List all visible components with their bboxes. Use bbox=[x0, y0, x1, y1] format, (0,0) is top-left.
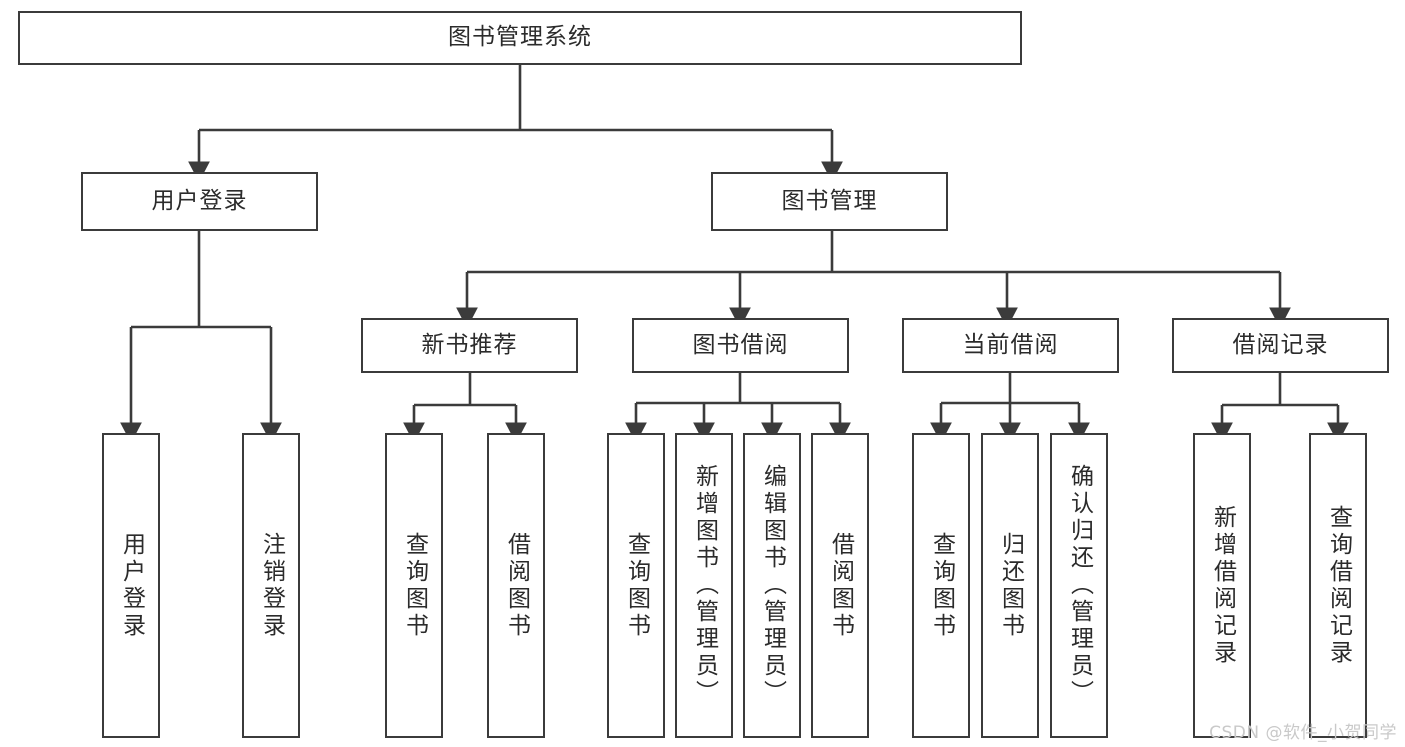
leaf-book-borrow-query-book[interactable]: 查询图书 bbox=[607, 433, 665, 738]
leaf-new-book-borrow-book[interactable]: 借阅图书 bbox=[487, 433, 545, 738]
leaf-current-borrow-query-book[interactable]: 查询图书 bbox=[912, 433, 970, 738]
node-current-borrow[interactable]: 当前借阅 bbox=[902, 318, 1119, 373]
watermark-text: CSDN @软件_小贺同学 bbox=[1209, 723, 1397, 743]
node-root-book-management-system[interactable]: 图书管理系统 bbox=[18, 11, 1022, 65]
node-book-management[interactable]: 图书管理 bbox=[711, 172, 948, 231]
leaf-new-book-query-book[interactable]: 查询图书 bbox=[385, 433, 443, 738]
leaf-current-borrow-return-book[interactable]: 归还图书 bbox=[981, 433, 1039, 738]
leaf-user-login-login[interactable]: 用户登录 bbox=[102, 433, 160, 738]
leaf-book-borrow-add-book-admin[interactable]: 新增图书（管理员） bbox=[675, 433, 733, 738]
node-book-borrow[interactable]: 图书借阅 bbox=[632, 318, 849, 373]
leaf-current-borrow-confirm-return-admin[interactable]: 确认归还（管理员） bbox=[1050, 433, 1108, 738]
leaf-book-borrow-edit-book-admin[interactable]: 编辑图书（管理员） bbox=[743, 433, 801, 738]
node-borrow-record[interactable]: 借阅记录 bbox=[1172, 318, 1389, 373]
node-new-book-recommendation[interactable]: 新书推荐 bbox=[361, 318, 578, 373]
leaf-user-login-logout[interactable]: 注销登录 bbox=[242, 433, 300, 738]
node-user-login[interactable]: 用户登录 bbox=[81, 172, 318, 231]
leaf-borrow-record-query-record[interactable]: 查询借阅记录 bbox=[1309, 433, 1367, 738]
leaf-borrow-record-add-record[interactable]: 新增借阅记录 bbox=[1193, 433, 1251, 738]
leaf-book-borrow-borrow-book[interactable]: 借阅图书 bbox=[811, 433, 869, 738]
